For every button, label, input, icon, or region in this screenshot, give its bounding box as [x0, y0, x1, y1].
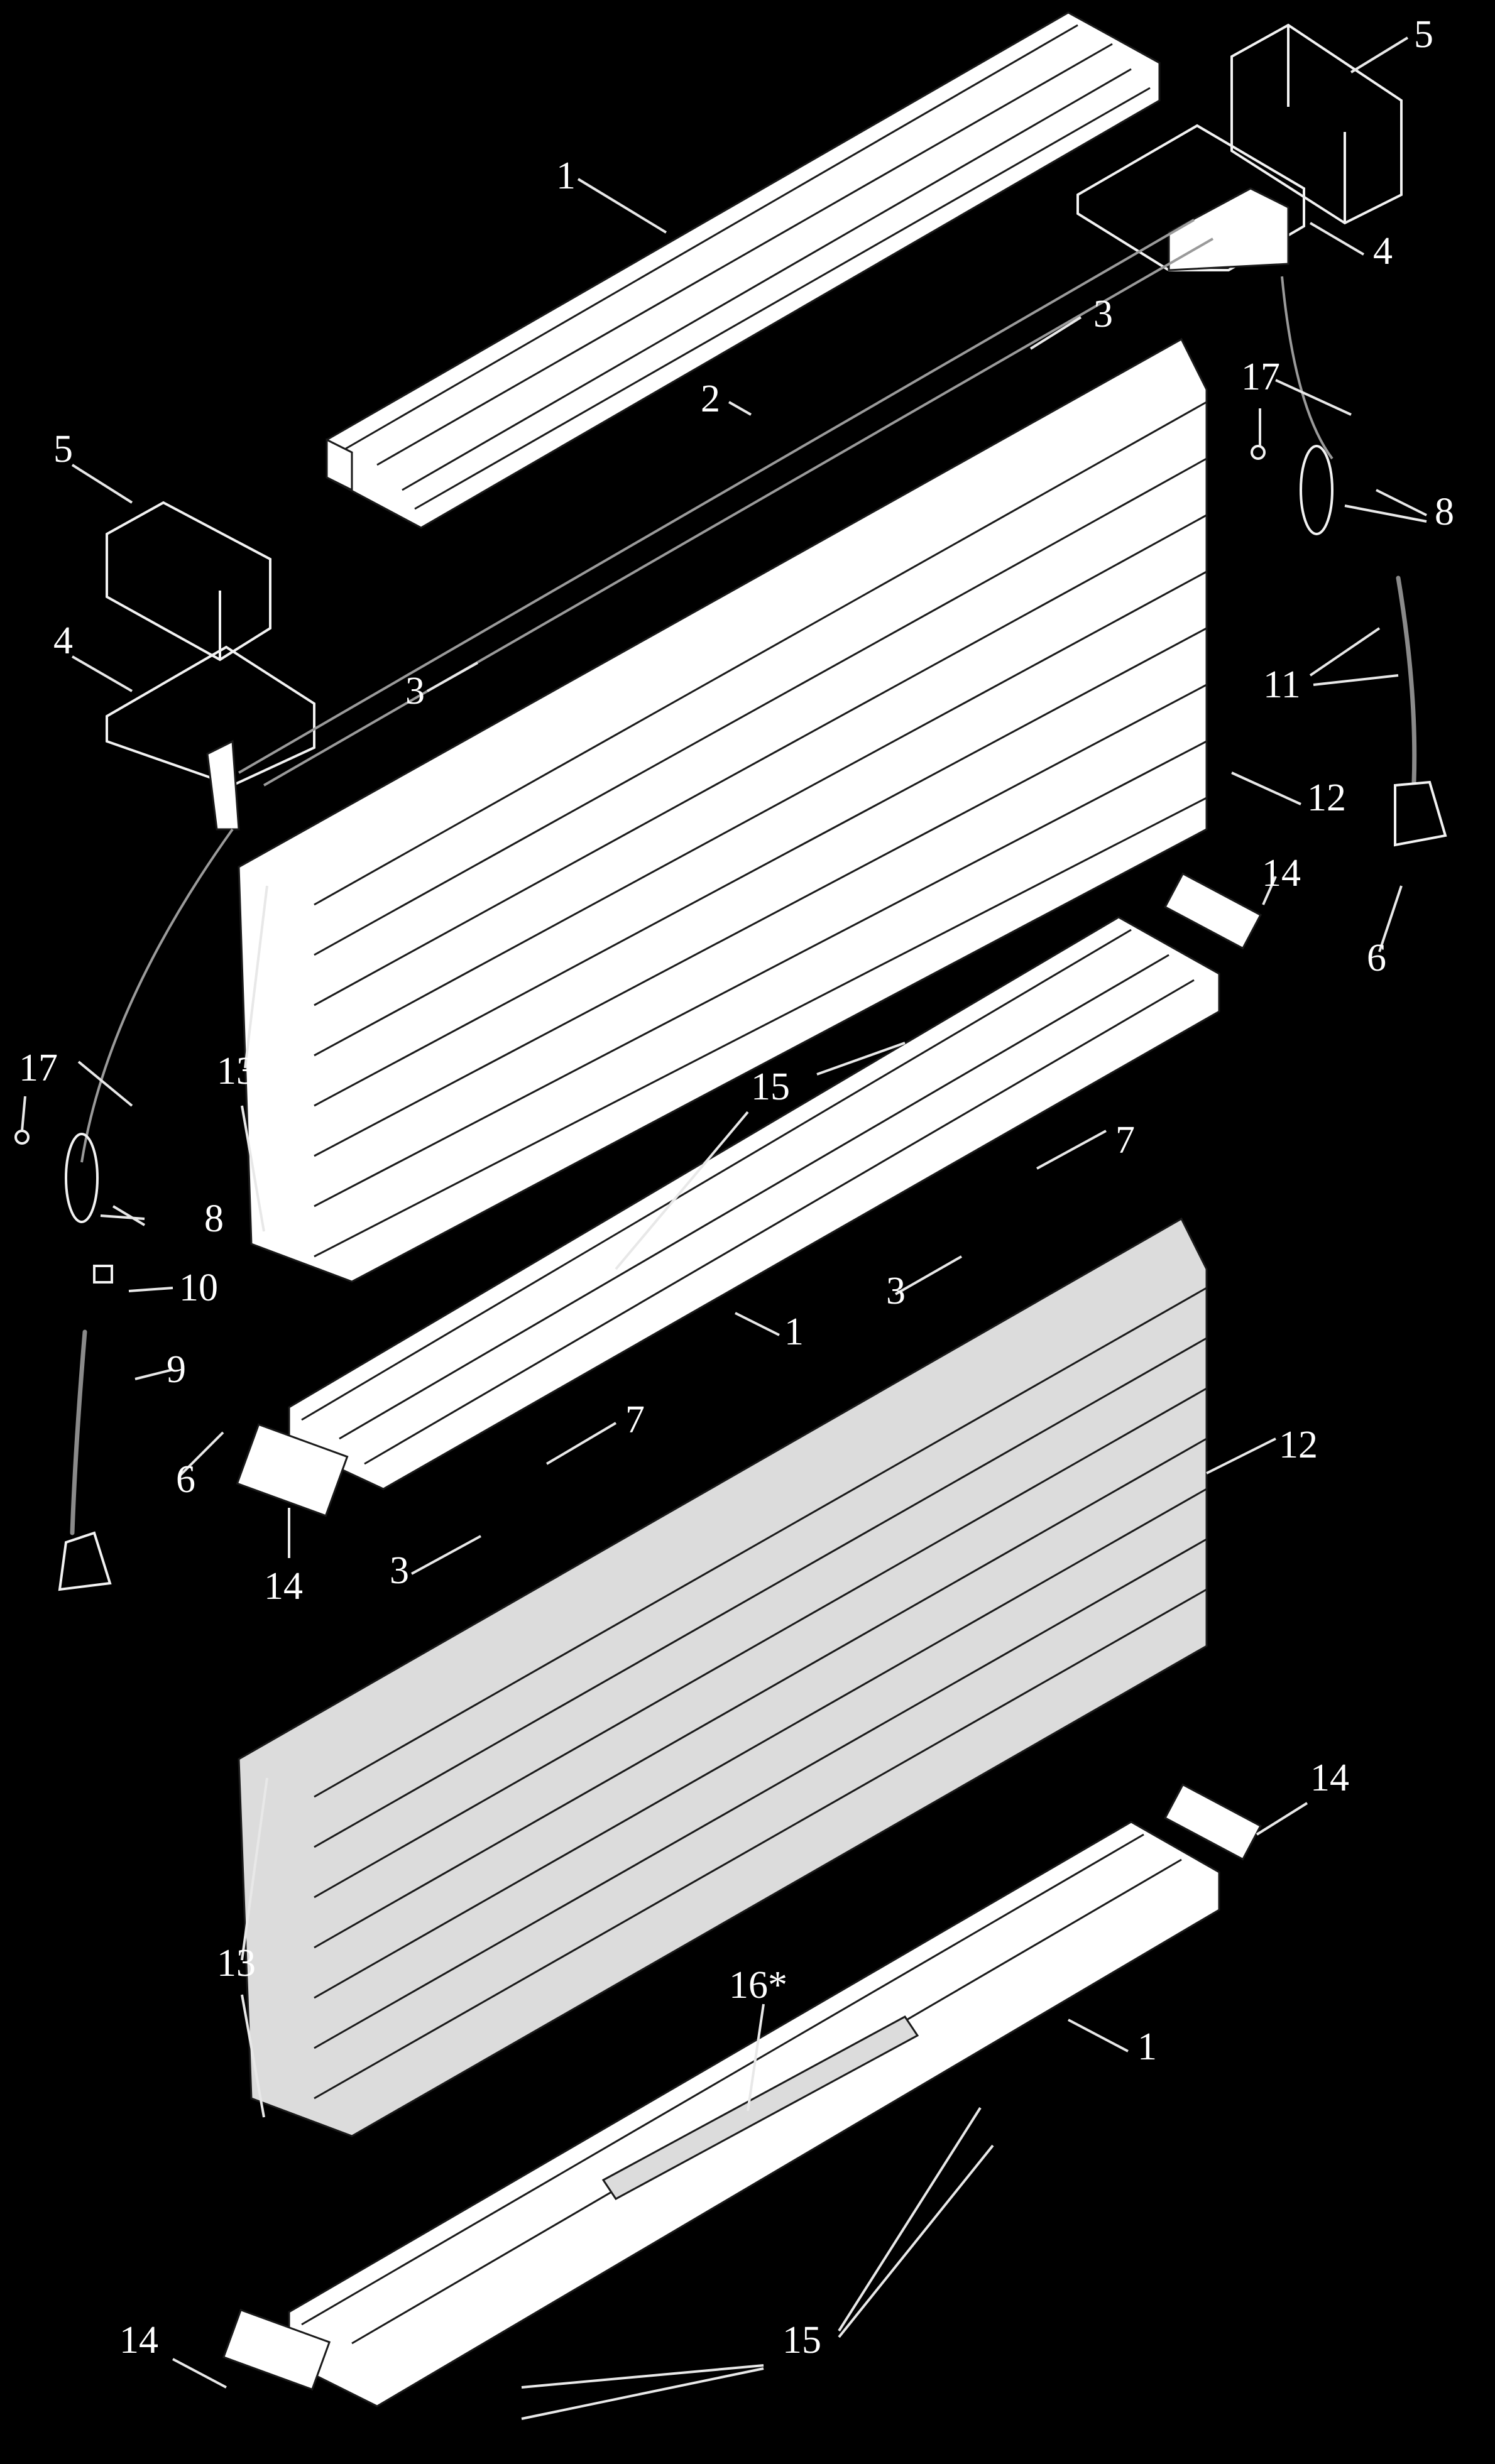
label-11: 11 — [1263, 663, 1301, 706]
label-14: 14 — [1262, 852, 1301, 895]
label-3: 3 — [390, 1549, 409, 1592]
label-15: 15 — [751, 1066, 790, 1108]
handle-8-left — [65, 1133, 99, 1223]
end-cap-14-a — [1164, 872, 1262, 950]
label-6: 6 — [1367, 937, 1386, 979]
label-8: 8 — [204, 1197, 224, 1240]
label-1: 1 — [556, 155, 576, 197]
label-17: 17 — [19, 1047, 58, 1089]
label-3: 3 — [1093, 293, 1113, 335]
lower-pleated-fabric — [238, 1217, 1208, 2137]
label-13: 13 — [217, 1942, 256, 1985]
label-3: 3 — [886, 1270, 906, 1312]
label-15: 15 — [782, 2319, 821, 2362]
label-17: 17 — [1241, 356, 1280, 398]
end-cap-5-right — [1230, 23, 1403, 225]
cord-11 — [1396, 575, 1417, 785]
label-2: 2 — [701, 378, 720, 420]
label-1: 1 — [784, 1311, 804, 1353]
part-labels: 1 1 1 2 3 3 3 3 4 4 5 5 6 6 7 7 8 8 9 10… — [19, 13, 1454, 2362]
cord-2 — [238, 219, 1195, 774]
label-8: 8 — [1435, 491, 1454, 533]
end-cap-5-left — [106, 501, 271, 662]
label-9: 9 — [167, 1348, 186, 1391]
label-5: 5 — [53, 428, 73, 471]
label-13: 13 — [217, 1050, 256, 1093]
end-cap-14-d — [222, 2308, 331, 2391]
label-4: 4 — [1373, 230, 1393, 273]
weight-6-right — [1394, 780, 1447, 847]
bottom-rail — [288, 1821, 1220, 2407]
cord-tidy-10 — [93, 1265, 113, 1284]
label-7: 7 — [625, 1398, 645, 1441]
label-14: 14 — [1310, 1757, 1349, 1799]
label-6: 6 — [176, 1458, 195, 1501]
control-unit-4-left — [106, 645, 315, 831]
label-14: 14 — [119, 2319, 158, 2362]
end-cap-14-c — [1164, 1783, 1262, 1861]
weight-6-left — [58, 1531, 112, 1591]
cord-9 — [70, 1329, 87, 1535]
weight-bar-16 — [601, 2015, 919, 2200]
end-cap-14-b — [236, 1423, 349, 1517]
upper-pleated-fabric — [238, 337, 1208, 1283]
label-12: 12 — [1279, 1424, 1318, 1466]
label-12: 12 — [1307, 777, 1346, 819]
cord-tidy-17-right — [1251, 445, 1266, 460]
label-1: 1 — [1137, 2025, 1157, 2068]
label-3: 3 — [405, 670, 425, 712]
label-5: 5 — [1414, 13, 1433, 56]
label-7: 7 — [1115, 1119, 1135, 1162]
handle-8-right — [1300, 445, 1333, 535]
label-4: 4 — [53, 619, 73, 662]
label-16: 16* — [729, 1964, 787, 2007]
label-14: 14 — [264, 1565, 303, 1608]
leader-lines — [21, 36, 1427, 2420]
top-rail — [326, 11, 1161, 529]
label-10: 10 — [179, 1267, 218, 1309]
